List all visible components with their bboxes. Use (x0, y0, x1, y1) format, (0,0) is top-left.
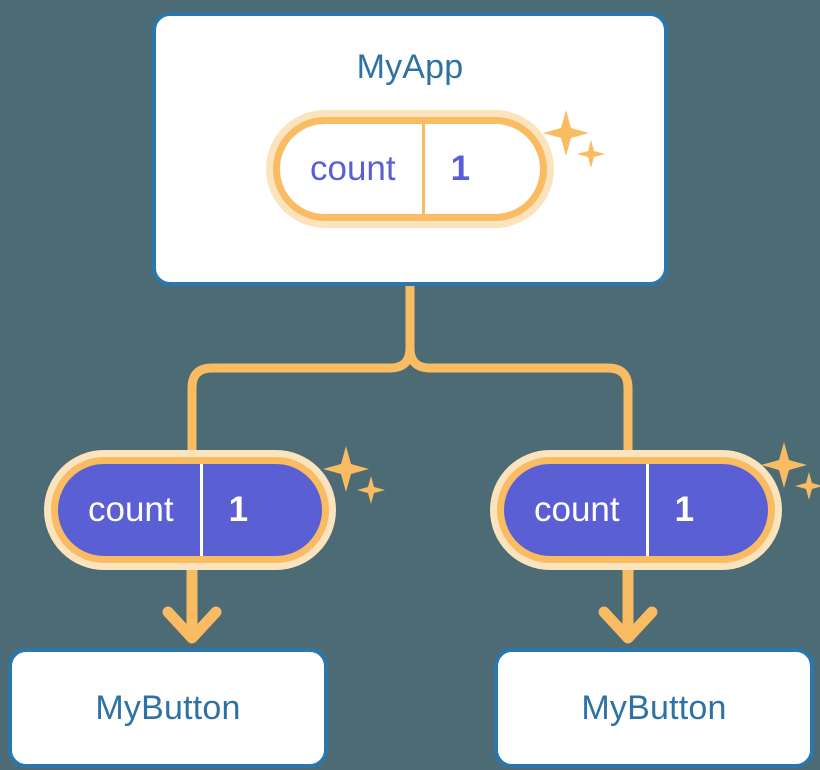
branch-connector-icon (187, 286, 633, 457)
arrow-down-icon-right (598, 568, 658, 644)
signal-name-label: count (88, 490, 174, 529)
signal-pill-right[interactable]: count 1 (490, 450, 782, 570)
signal-name-label: count (534, 490, 620, 529)
signal-name-cell: count (504, 464, 646, 556)
signal-name-label: count (310, 149, 396, 188)
page-title: MyApp (356, 48, 464, 86)
signal-pill-ring: count 1 (497, 457, 775, 563)
mybutton-title-left: MyButton (95, 688, 241, 727)
signal-value-cell: 1 (421, 124, 500, 214)
signal-pill-myapp[interactable]: count 1 (266, 110, 554, 228)
mybutton-title-right: MyButton (581, 688, 727, 727)
mybutton-card-left: MyButton (8, 648, 328, 768)
signal-value-cell: 1 (645, 464, 724, 556)
signal-name-cell: count (280, 124, 422, 214)
signal-value-label: 1 (450, 149, 471, 188)
signal-value-cell: 1 (199, 464, 278, 556)
signal-pill-left[interactable]: count 1 (44, 450, 336, 570)
signal-pill-ring: count 1 (273, 117, 547, 221)
signal-value-label: 1 (674, 490, 695, 529)
arrow-down-icon-left (162, 568, 222, 644)
signal-pill-ring: count 1 (51, 457, 329, 563)
signal-value-label: 1 (228, 490, 249, 529)
signal-name-cell: count (58, 464, 200, 556)
mybutton-card-right: MyButton (494, 648, 814, 768)
